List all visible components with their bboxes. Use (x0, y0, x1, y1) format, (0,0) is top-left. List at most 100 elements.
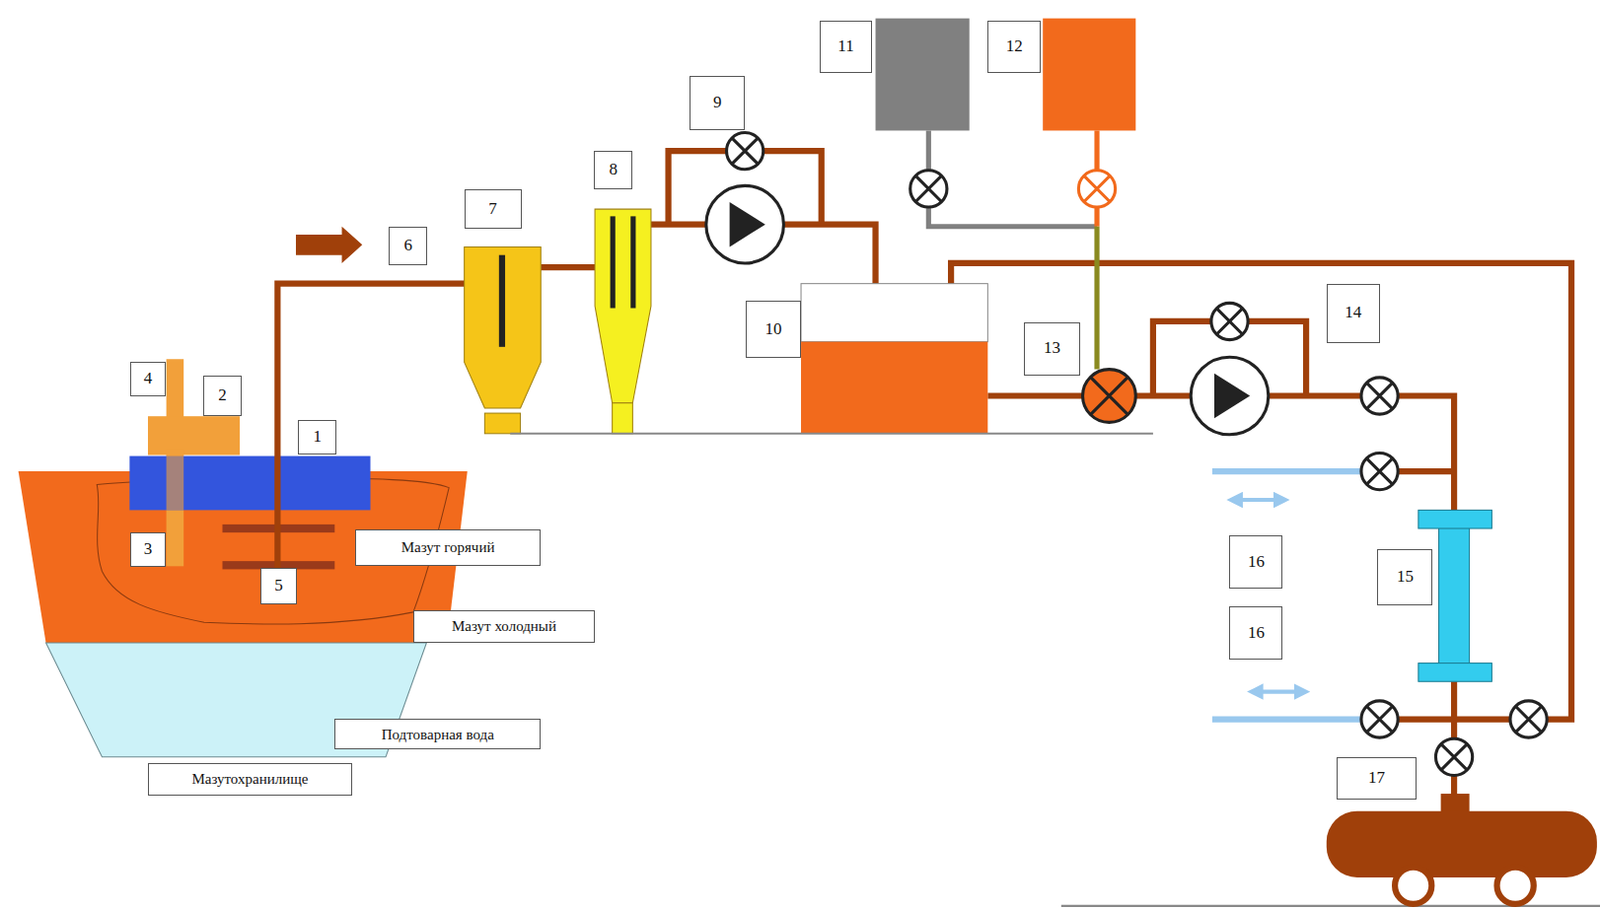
pump-part (1190, 357, 1269, 436)
platform-part (166, 448, 185, 510)
label-box: Мазут горячий (355, 529, 541, 567)
fuel-pipe-part (1135, 392, 1192, 399)
callout-box: 12 (987, 20, 1041, 74)
callout-box: 10 (745, 300, 801, 359)
callout-number: 15 (1396, 568, 1414, 587)
pump-part (1214, 373, 1250, 420)
callout-number: 14 (1344, 303, 1362, 323)
valve-part (1078, 170, 1115, 208)
additive-tank-part (1042, 18, 1136, 132)
valve-part-part (1211, 302, 1248, 340)
callout-number: 13 (1043, 339, 1061, 359)
text-label: Мазут холодный (451, 618, 557, 636)
callout-box: 6 (388, 226, 428, 266)
callout-box: 13 (1023, 322, 1082, 376)
ground-line (509, 434, 1600, 907)
tank-car-part (1326, 811, 1598, 878)
callout-box: 11 (819, 20, 873, 74)
callout-box: 9 (689, 75, 745, 132)
cyclone-part (499, 255, 506, 348)
valve-part-part (1510, 701, 1547, 738)
valve-part-part (915, 175, 942, 202)
callout-box: 17 (1336, 757, 1417, 800)
heater-box-part (147, 416, 240, 455)
callout-box: 14 (1326, 284, 1381, 344)
callout-box: 16 (1229, 535, 1283, 589)
valve-part-part (1216, 308, 1242, 335)
callout-number: 1 (312, 428, 322, 447)
pump (706, 185, 1269, 435)
fuel-pipe-part (987, 392, 1083, 399)
label-box: Мазут холодный (413, 610, 595, 644)
valve-part-part (1435, 738, 1472, 776)
additive-tank-part (875, 18, 970, 132)
valve-part (1510, 701, 1547, 738)
valve-part-part (1441, 744, 1467, 771)
service-tank-part (800, 342, 988, 435)
callout-box: 8 (593, 150, 633, 190)
callout-number: 17 (1368, 769, 1385, 789)
callout-number: 10 (765, 320, 783, 340)
heater-box (147, 416, 240, 455)
callout-number: 6 (404, 236, 414, 256)
label-box: Подтоварная вода (334, 719, 541, 750)
valve-part-part (1083, 369, 1137, 424)
flow-arrow-part (1254, 690, 1303, 695)
valve-part-part (1516, 706, 1542, 732)
pump-part (706, 185, 785, 264)
callout-number: 11 (837, 37, 854, 57)
label-box: Мазутохранилище (147, 763, 353, 797)
valve-part-part (1361, 452, 1398, 490)
valve (727, 133, 1548, 777)
water-pipe (1212, 471, 1381, 720)
callout-number: 2 (218, 386, 227, 406)
filter-part (612, 403, 634, 435)
valve-part (1435, 738, 1472, 776)
valve-part-part (1367, 458, 1393, 485)
service-tank (800, 284, 988, 435)
valve-part-part (731, 138, 758, 164)
pump-part (729, 202, 766, 248)
service-tank-part (800, 284, 988, 343)
callout-box: 7 (464, 189, 522, 228)
filter-part (610, 216, 616, 308)
callout-number: 12 (1006, 37, 1023, 57)
valve-part (910, 170, 947, 208)
callout-box: 3 (130, 532, 165, 568)
filter-part (594, 209, 652, 404)
valve-part-part (1367, 382, 1393, 409)
heater-pipe-part (166, 359, 185, 567)
callout-number: 5 (274, 577, 284, 596)
callout-box: 16 (1229, 606, 1283, 660)
storage-tank (18, 471, 468, 758)
valve-part-part (1078, 170, 1115, 208)
platform (129, 448, 370, 510)
additive-tank (875, 18, 1137, 132)
callout-number: 8 (608, 160, 618, 180)
callout-box: 1 (297, 420, 337, 455)
callout-number: 7 (488, 200, 498, 219)
callout-box: 5 (260, 568, 297, 605)
valve-part-part (1090, 377, 1129, 416)
fuel-pipe-part (950, 263, 1572, 721)
text-label: Подтоварная вода (381, 727, 495, 744)
filter (594, 209, 652, 435)
heater-pipe (166, 359, 185, 567)
text-label: Мазут горячий (401, 539, 496, 557)
tank-car-part (1394, 868, 1432, 905)
valve-part (1361, 377, 1398, 415)
valve-part-part (910, 170, 947, 208)
text-label: Мазутохранилище (191, 771, 308, 789)
callout-box: 15 (1377, 549, 1433, 607)
ground-line-part (509, 433, 1154, 436)
flow-arrow (1235, 500, 1303, 693)
fuel-pipe-part (783, 224, 875, 285)
callout-number: 4 (144, 369, 153, 389)
valve-part (1361, 701, 1398, 738)
heat-exchanger-part (1418, 663, 1492, 683)
valve-part-part (1084, 175, 1110, 202)
callout-number: 16 (1247, 624, 1265, 644)
valve-part-part (727, 133, 764, 170)
valve-part-part (1367, 706, 1393, 732)
heat-exchanger-part (1418, 509, 1492, 529)
